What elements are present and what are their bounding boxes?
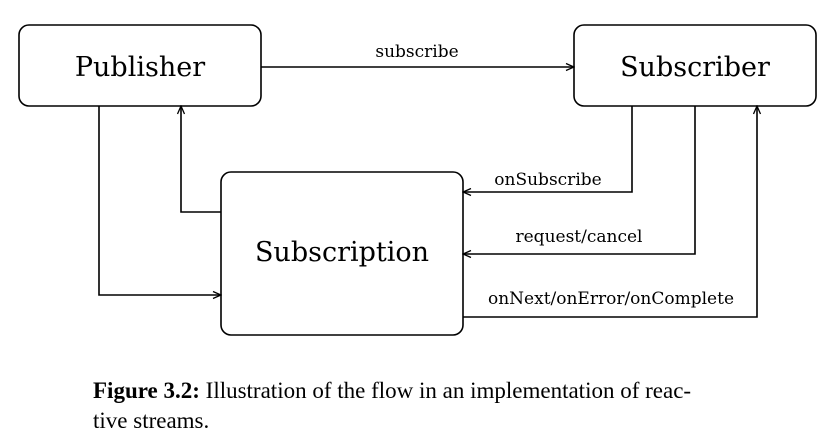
on-next-arrow: [463, 106, 757, 318]
flow-diagram: Publisher Subscriber Subscription subscr…: [18, 24, 817, 336]
subscribe-label: subscribe: [375, 42, 458, 62]
on-next-label: onNext/onError/onComplete: [488, 289, 734, 309]
caption-line-2: tive streams.: [93, 408, 210, 433]
on-subscribe-label: onSubscribe: [494, 170, 601, 190]
subscription-label: Subscription: [255, 237, 429, 268]
request-cancel-arrow: [463, 106, 696, 254]
figure-caption: Figure 3.2: Illustration of the flow in …: [93, 376, 773, 436]
caption-line-1: Illustration of the flow in an implement…: [199, 378, 692, 403]
subscriber-label: Subscriber: [620, 52, 770, 83]
subscriber-node: Subscriber: [573, 24, 817, 107]
on-subscribe-arrow: [463, 106, 633, 192]
publisher-label: Publisher: [75, 52, 205, 83]
publisher-node: Publisher: [18, 24, 262, 107]
subscription-node: Subscription: [220, 171, 464, 336]
subscription-to-publisher-arrow: [181, 106, 221, 213]
publisher-to-subscription-arrow: [98, 106, 221, 295]
figure-label: Figure 3.2:: [93, 378, 200, 403]
request-cancel-label: request/cancel: [516, 227, 643, 247]
